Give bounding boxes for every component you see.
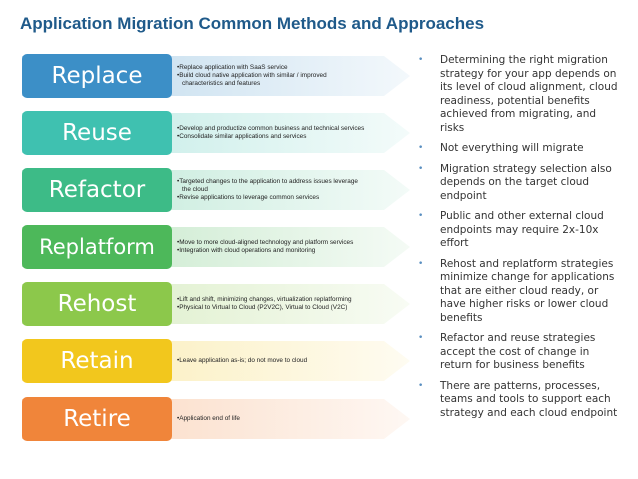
- method-label-retain: Retain: [22, 339, 172, 383]
- bullet-text: Migration strategy selection also depend…: [440, 162, 612, 202]
- description-line: •Revise applications to leverage common …: [177, 194, 320, 201]
- description-line: •Lift and shift, minimizing changes, vir…: [177, 296, 352, 303]
- method-row-reuse: Reuse •Develop and productize common bus…: [22, 107, 410, 159]
- method-row-replace: Replace •Replace application with SaaS s…: [22, 50, 410, 102]
- method-label-reuse: Reuse: [22, 111, 172, 155]
- page-title: Application Migration Common Methods and…: [20, 14, 485, 33]
- list-item: • Refactor and reuse strategies accept th…: [418, 332, 623, 373]
- method-row-retain: Retain •Leave application as-is; do not …: [22, 335, 410, 387]
- bullet-text: Rehost and replatform strategies minimiz…: [440, 257, 615, 324]
- method-label-refactor: Refactor: [22, 168, 172, 212]
- method-row-replatform: Replatform •Move to more cloud-aligned t…: [22, 221, 410, 273]
- description-line: •Replace application with SaaS service: [177, 64, 288, 71]
- method-row-retire: Retire •Application end of life: [22, 393, 410, 445]
- bullet-dot-icon: •: [418, 380, 424, 391]
- method-description: •Replace application with SaaS service •…: [177, 50, 397, 102]
- description-line: •Integration with cloud operations and m…: [177, 247, 316, 254]
- bullet-list: • Determining the right migration strateg…: [418, 54, 623, 427]
- method-label-retire: Retire: [22, 397, 172, 441]
- method-description: •Move to more cloud-aligned technology a…: [177, 221, 397, 273]
- list-item: • There are patterns, processes, teams an…: [418, 380, 623, 421]
- description-line: •Consolidate similar applications and se…: [177, 133, 307, 140]
- method-row-refactor: Refactor •Targeted changes to the applic…: [22, 164, 410, 216]
- bullet-dot-icon: •: [418, 258, 424, 269]
- list-item: • Rehost and replatform strategies minimi…: [418, 258, 623, 326]
- bullet-dot-icon: •: [418, 143, 424, 153]
- method-row-rehost: Rehost •Lift and shift, minimizing chang…: [22, 278, 410, 330]
- list-item: • Not everything will migrate: [418, 142, 623, 156]
- description-line: •Develop and productize common business …: [177, 125, 365, 132]
- bullet-text: There are patterns, processes, teams and…: [440, 379, 618, 419]
- list-item: • Public and other external cloud endpoin…: [418, 210, 623, 251]
- bullet-dot-icon: •: [418, 333, 424, 343]
- bullet-text: Refactor and reuse strategies accept the…: [440, 332, 596, 371]
- description-line: •Move to more cloud-aligned technology a…: [177, 239, 354, 246]
- method-label-replatform: Replatform: [22, 225, 172, 269]
- list-item: • Determining the right migration strateg…: [418, 54, 623, 135]
- method-description: •Targeted changes to the application to …: [177, 164, 397, 216]
- method-description: •Develop and productize common business …: [177, 107, 397, 159]
- method-label-replace: Replace: [22, 54, 172, 98]
- bullet-text: Not everything will migrate: [440, 142, 584, 154]
- description-line: •Build cloud native application with sim…: [177, 72, 327, 79]
- method-description: •Application end of life: [177, 393, 397, 445]
- bullet-dot-icon: •: [418, 211, 424, 221]
- description-line: •Application end of life: [177, 415, 240, 422]
- description-line: •Targeted changes to the application to …: [177, 178, 358, 185]
- bullet-text: Public and other external cloud endpoint…: [440, 210, 604, 249]
- method-label-rehost: Rehost: [22, 282, 172, 326]
- description-line: the cloud: [182, 186, 208, 193]
- bullet-dot-icon: •: [418, 55, 424, 65]
- description-line: •Leave application as-is; do not move to…: [177, 357, 308, 364]
- bullet-dot-icon: •: [418, 163, 424, 174]
- description-line: characteristics and features: [182, 80, 261, 87]
- description-line: •Physical to Virtual to Cloud (P2V2C), V…: [177, 304, 348, 311]
- bullet-text: Determining the right migration strategy…: [440, 54, 618, 134]
- method-description: •Leave application as-is; do not move to…: [177, 335, 397, 387]
- method-description: •Lift and shift, minimizing changes, vir…: [177, 278, 397, 330]
- list-item: • Migration strategy selection also depen…: [418, 163, 623, 204]
